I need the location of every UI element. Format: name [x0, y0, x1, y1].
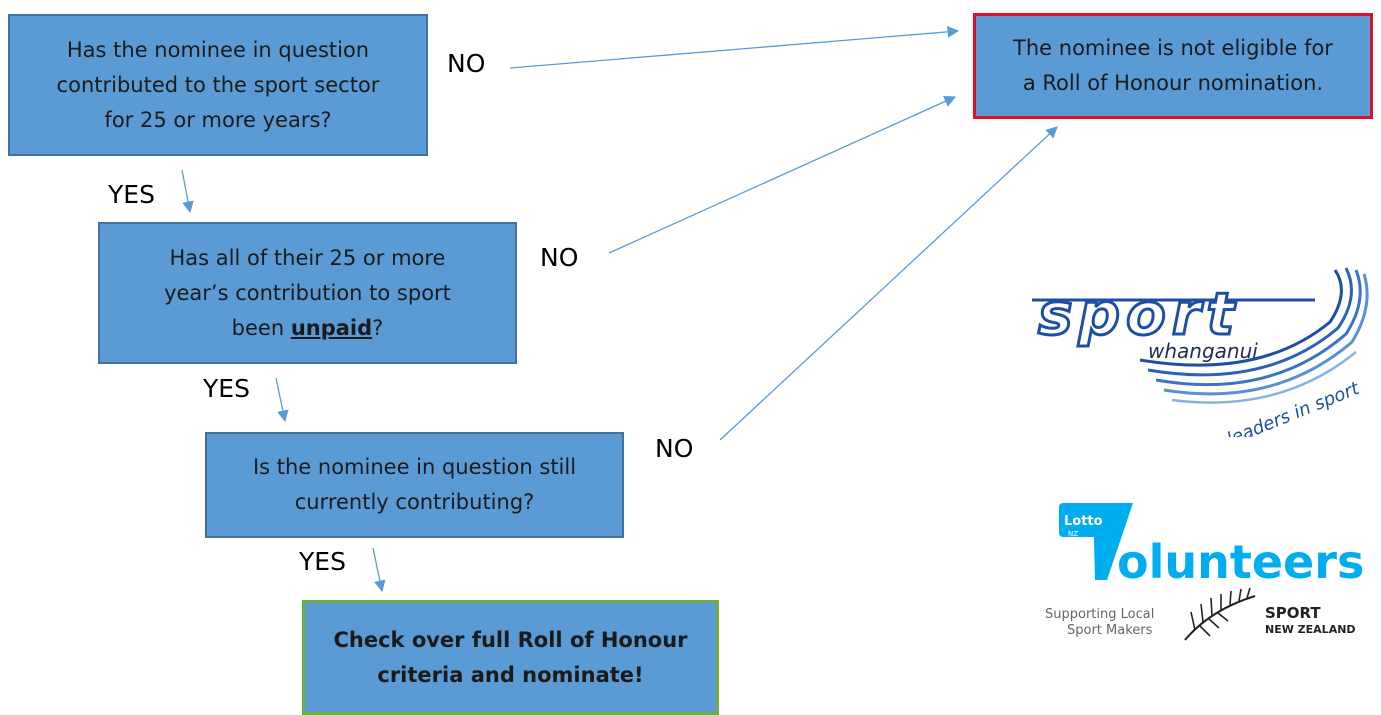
sport-whanganui-logo: sport whanganui leaders in sport	[1032, 267, 1369, 437]
fern-icon	[1184, 595, 1256, 641]
no-label-2: NO	[540, 243, 579, 272]
arrow-yes-1	[181, 169, 194, 214]
question-1-box: Has the nominee in question contributed …	[8, 14, 428, 156]
lotto-nz-text: NZ	[1068, 530, 1078, 538]
lotto-badge-text: Lotto	[1064, 514, 1103, 529]
ineligible-outcome-box: The nominee is not eligible for a Roll o…	[973, 13, 1373, 119]
arrow-yes-2	[275, 377, 289, 423]
question-2-box: Has all of their 25 or more year’s contr…	[98, 222, 517, 364]
nominate-line1: Check over full Roll of Honour	[333, 627, 688, 652]
supporting-local-text: Supporting Local	[1045, 607, 1154, 622]
no-label-1: NO	[447, 49, 486, 78]
yes-label-2: YES	[203, 374, 250, 403]
whanganui-text: whanganui	[1148, 339, 1258, 363]
arrow-no-2	[608, 95, 957, 254]
arrow-yes-3	[372, 547, 386, 593]
q2-line2: year’s contribution to sport	[164, 280, 451, 305]
q2-line1: Has all of their 25 or more	[169, 245, 446, 270]
question-3-box: Is the nominee in question still current…	[205, 432, 624, 538]
q3-line1: Is the nominee in question still	[252, 455, 577, 479]
sport-nz-text-1: SPORT	[1265, 604, 1321, 622]
yes-label-3: YES	[299, 547, 346, 576]
arrow-no-3	[719, 126, 1058, 441]
yes-label-1: YES	[108, 180, 155, 209]
no-label-3: NO	[655, 434, 694, 463]
q1-line1: Has the nominee in question	[66, 37, 370, 62]
sport-wordmark: sport	[1038, 280, 1240, 348]
q2-unpaid-emphasis: unpaid	[290, 315, 373, 340]
q2-line3-suffix: ?	[372, 315, 384, 340]
ineligible-line1: The nominee is not eligible for	[1013, 36, 1333, 60]
sport-nz-text-2: NEW ZEALAND	[1265, 623, 1356, 636]
lotto-volunteers-logo: Lotto NZ olunteers Supporting Local Spor…	[1045, 503, 1364, 641]
q2-line3-prefix: been	[231, 315, 291, 340]
q1-line3: for 25 or more years?	[104, 107, 332, 132]
q3-line2: currently contributing?	[294, 490, 535, 514]
leaders-in-sport-tagline: leaders in sport	[1224, 378, 1363, 437]
nominate-outcome-box: Check over full Roll of Honour criteria …	[302, 600, 719, 715]
ineligible-line2: a Roll of Honour nomination.	[1022, 71, 1324, 95]
sport-makers-text: Sport Makers	[1067, 623, 1153, 638]
nominate-line2: criteria and nominate!	[377, 662, 644, 687]
volunteers-wordmark: olunteers	[1117, 535, 1364, 589]
q1-line2: contributed to the sport sector	[56, 72, 380, 97]
arrow-no-1	[509, 26, 960, 69]
